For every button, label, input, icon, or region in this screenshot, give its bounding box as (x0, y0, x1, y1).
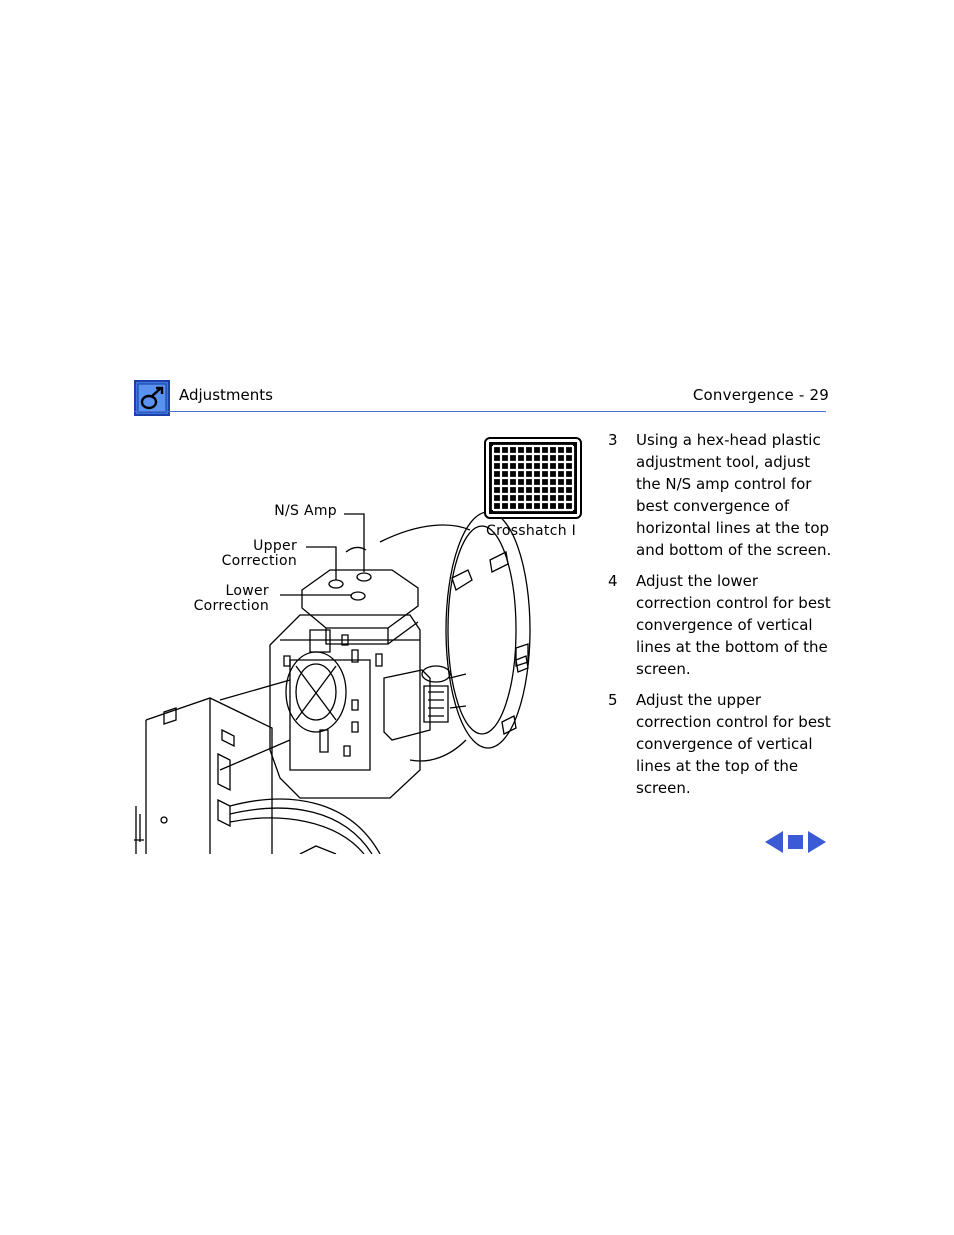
callout-lower-label: Lower Correction (193, 583, 269, 614)
step-text: Adjust the upper correction control for … (636, 691, 831, 797)
yoke-assembly-illustration (130, 430, 600, 855)
next-page-arrow-icon[interactable] (808, 831, 826, 853)
crosshatch-label: Crosshatch I (486, 523, 577, 539)
step-item: 3 Using a hex-head plastic adjustment to… (606, 429, 832, 561)
page-navigation (765, 830, 827, 854)
callout-upper-correction: Upper Correction (200, 539, 297, 569)
crosshatch-pattern-thumbnail (484, 437, 582, 519)
step-text: Using a hex-head plastic adjustment tool… (636, 431, 832, 559)
step-number: 5 (608, 691, 618, 709)
callout-ns-amp: N/S Amp (274, 503, 337, 519)
step-number: 3 (608, 431, 618, 449)
page-label: Convergence - 29 (692, 386, 829, 404)
header-divider (134, 411, 826, 412)
section-title: Adjustments (179, 386, 273, 404)
stop-square-icon[interactable] (788, 835, 803, 849)
step-text: Adjust the lower correction control for … (636, 572, 831, 678)
previous-page-arrow-icon[interactable] (765, 831, 783, 853)
step-item: 4 Adjust the lower correction control fo… (606, 570, 832, 680)
callout-upper-label: Upper Correction (221, 538, 297, 569)
apple-logo-icon (134, 380, 170, 416)
callout-lower-correction: Lower Correction (170, 584, 269, 614)
step-number: 4 (608, 572, 618, 590)
procedure-steps: 3 Using a hex-head plastic adjustment to… (606, 429, 832, 808)
step-item: 5 Adjust the upper correction control fo… (606, 689, 832, 799)
